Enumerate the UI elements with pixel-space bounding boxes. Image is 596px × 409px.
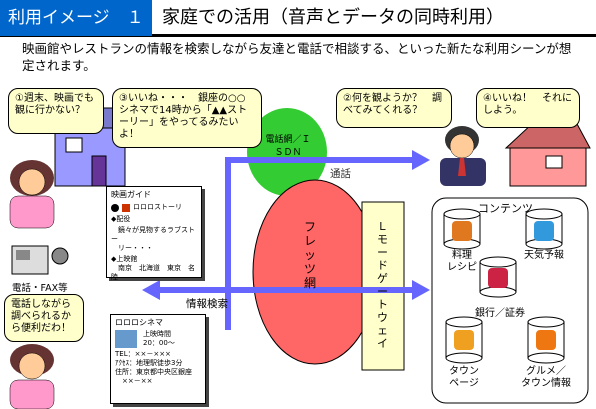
movie-guide-doc: 映画ガイド ロロロストーリ ◆配役 鏡々が見物するラブストー リー・・・ ◆上映… — [106, 186, 202, 281]
person-icon — [111, 203, 119, 212]
right-house-icon — [504, 121, 591, 187]
content-label-gourmet: グルメ／ タウン情報 — [521, 366, 571, 389]
cinema-info-doc: ロロロシネマ 上映時間 20：00～ TEL：××－××× ｱｸｾｽ：地理駅徒歩… — [110, 314, 206, 404]
woman-bottom-icon — [9, 344, 55, 409]
speech-bubble-4: ④いいね！ それにしよう。 — [476, 88, 580, 128]
doc1-subtitle: ロロロストーリ — [133, 203, 182, 211]
gateway-label: Ｌモードゲートウェイ — [377, 220, 388, 350]
doc2-line1: 上映時間 — [143, 330, 171, 338]
search-label: 情報検索 — [186, 298, 228, 310]
doc2-line2: 20：00～ — [143, 339, 175, 347]
speech-bubble-3: ③いいね・・・ 銀座の○○シネマで14時から「▲▲ストーリー」をやってるみたいよ… — [112, 88, 262, 148]
doc1-line2: 鏡々が見物するラブストー — [111, 226, 195, 243]
doc2-line4: ｱｸｾｽ：地理駅徒歩3分 — [115, 359, 183, 367]
search-arrow — [142, 280, 430, 300]
doc1-line3: リー・・・ — [111, 244, 153, 252]
doc2-line5: 住所：東京都中央区銀座 — [115, 368, 192, 376]
doc2-line6: ××－×× — [115, 377, 153, 385]
doc1-line4: ◆上映館 — [111, 255, 138, 263]
slide-tag: 利用イメージ １ — [0, 0, 152, 36]
content-cylinder-bank — [479, 256, 517, 298]
header-divider — [0, 36, 596, 37]
doc2-line3: TEL：××－××× — [115, 350, 171, 358]
content-cylinder-townpage — [445, 316, 483, 364]
flets-network-label: フレッツ網 — [304, 220, 317, 290]
device-label: 電話・FAX等 — [12, 283, 68, 294]
content-label-cooking: 料理 レシピ — [447, 250, 477, 273]
woman-top-icon — [9, 160, 55, 229]
call-label: 通話 — [330, 168, 351, 180]
phone-network-ellipse — [247, 108, 327, 196]
doc1-line5: 南京 北海道 東京 名陸 — [111, 264, 195, 281]
intro-text: 映画館やレストランの情報を検索しながら友達と電話で相談する、といった新たな利用シ… — [22, 41, 572, 73]
phone-network-label: 電話網／ＩＳＤＮ — [265, 135, 311, 158]
content-cylinder-gourmet — [527, 316, 565, 364]
doc2-title: ロロロシネマ — [115, 318, 163, 327]
page-title: 家庭での活用（音声とデータの同時利用） — [152, 0, 596, 36]
gateway-box — [361, 201, 405, 371]
contents-title: コンテンツ — [478, 202, 533, 215]
content-cylinder-weather — [525, 208, 563, 250]
movie-icon — [122, 203, 130, 212]
building-icon — [115, 330, 137, 348]
content-label-weather: 天気予報 — [524, 250, 564, 261]
doc1-line1: ◆配役 — [111, 215, 131, 223]
content-cylinder-cooking — [443, 208, 481, 250]
content-label-townpage: タウン ページ — [449, 366, 479, 389]
fax-device-icon — [11, 245, 69, 275]
speech-bubble-5: 電話しながら調べられるから便利だわ！ — [4, 294, 84, 342]
content-label-bank: 銀行／証券 — [475, 308, 525, 319]
doc1-title: 映画ガイド — [111, 190, 151, 199]
businessman-icon — [440, 126, 486, 186]
speech-bubble-1: ①週末、映画でも観に行かない？ — [8, 88, 104, 134]
call-arrow — [225, 150, 430, 330]
speech-bubble-2: ②何を観ようか？ 調べてみてくれる？ — [336, 88, 452, 128]
